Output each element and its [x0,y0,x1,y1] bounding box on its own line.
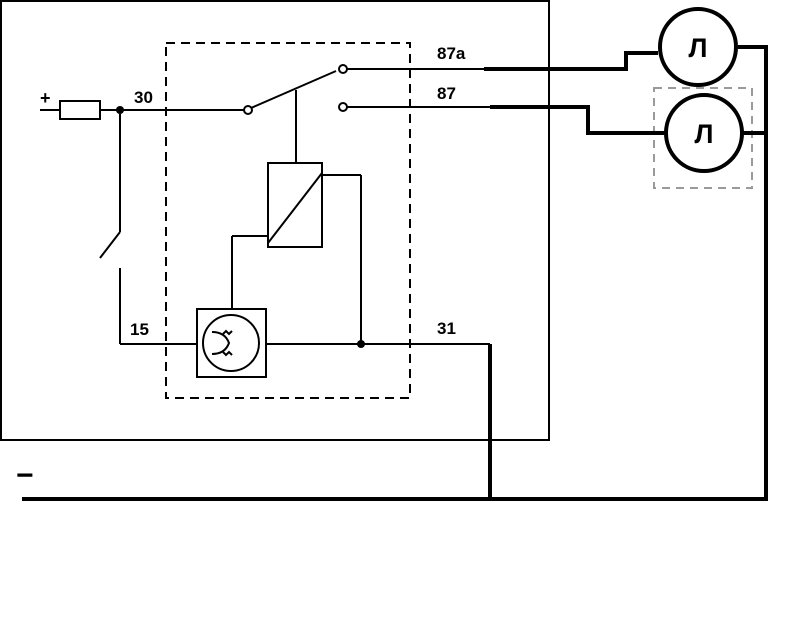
switch-arm [250,70,337,109]
minus-label: − [16,459,34,492]
ignition-switch [99,231,121,259]
contact-common [243,105,253,115]
lamp-return-wire [738,45,768,499]
terminal-31-label: 31 [437,319,456,338]
interrupter-coil-top [222,329,233,336]
junction-31 [357,340,365,348]
lamp1-circle [658,7,738,87]
wire-87a-outer [484,51,658,71]
interrupter-coil-bottom [222,350,233,357]
relay-housing [0,0,550,441]
contact-87a [338,64,348,74]
fuse [59,100,101,120]
interrupter-circle [202,314,260,372]
lamp2-circle [664,93,744,173]
terminal-15-label: 15 [130,320,149,339]
wire-87-outer [490,105,666,135]
plus-label: + [40,88,51,108]
terminal-30-label: 30 [134,88,153,107]
terminal-87-label: 87 [437,84,456,103]
lamp2-label: Л [695,119,714,149]
terminal-87a-label: 87a [437,44,466,63]
coil-diagonal [267,172,323,244]
interrupter-box [196,308,267,378]
relay-coil [267,162,323,248]
lamp1-label: Л [689,33,708,63]
lamp2-boundary [653,87,753,189]
relay-boundary [165,42,411,399]
interrupter-arc [211,331,231,355]
contact-87 [338,102,348,112]
